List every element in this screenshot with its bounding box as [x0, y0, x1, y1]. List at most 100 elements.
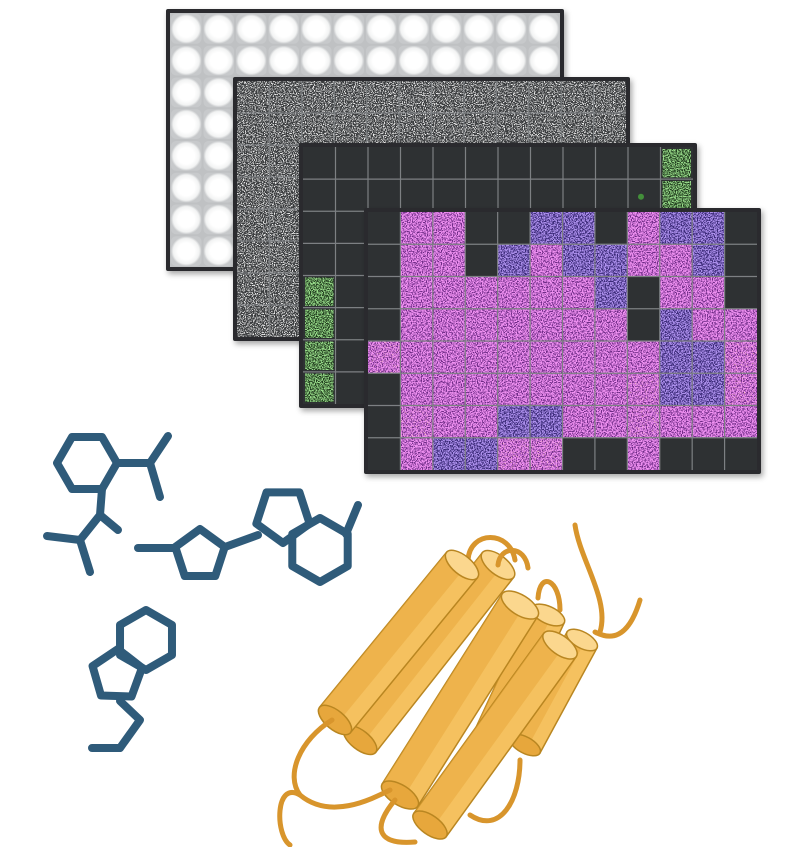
c-terminus [277, 790, 303, 847]
well-signal [237, 209, 270, 241]
well-hotspot [627, 373, 660, 406]
well [303, 211, 336, 244]
helix-cap [444, 549, 480, 581]
well-hotspot [400, 405, 433, 438]
well-empty [368, 212, 401, 245]
well-signal [465, 276, 498, 309]
plate-magenta [364, 208, 761, 474]
well [203, 77, 234, 108]
helix-2 [380, 590, 540, 810]
helix-shade [344, 552, 502, 743]
well [628, 179, 661, 212]
well-signal [528, 113, 562, 145]
n-terminus [572, 522, 605, 635]
well-signal [692, 405, 725, 438]
side-chain [43, 532, 84, 544]
helix-shade [413, 633, 564, 828]
well-signal [400, 341, 433, 374]
well-signal [432, 437, 466, 470]
well [465, 147, 498, 180]
pentagon-ring [252, 488, 314, 547]
well [335, 307, 368, 340]
well [171, 45, 202, 76]
linker [221, 531, 262, 551]
well [528, 45, 559, 76]
well [366, 14, 397, 44]
well [498, 147, 531, 180]
well-signal [692, 276, 725, 309]
well-signal [497, 244, 531, 277]
well-signal [724, 308, 757, 341]
n-terminus-tail [592, 597, 643, 639]
well-signal [562, 276, 595, 309]
well-signal [269, 81, 302, 113]
molecule-1 [43, 432, 172, 576]
well-hotspot [530, 437, 563, 470]
well [463, 14, 494, 44]
well-signal [237, 113, 270, 145]
well [398, 45, 429, 76]
well-empty [594, 212, 628, 245]
membrane-protein [277, 522, 643, 847]
well [530, 147, 563, 180]
well-signal [269, 145, 302, 177]
well [398, 14, 429, 44]
well-signal [692, 373, 725, 406]
well-signal [659, 405, 693, 438]
well-signal [530, 212, 563, 245]
well [335, 371, 368, 404]
well-signal [692, 308, 725, 341]
helix-shade [382, 593, 524, 798]
well-hotspot [497, 437, 531, 470]
well-signal [334, 81, 367, 113]
well-signal [561, 113, 594, 145]
well-signal [432, 212, 466, 245]
side-chain [146, 459, 164, 501]
well-green-signal [305, 373, 334, 402]
well-signal [692, 341, 725, 374]
well-signal [400, 276, 433, 309]
well-empty [724, 212, 757, 245]
well-signal [627, 244, 660, 277]
well [171, 77, 202, 108]
well-signal [530, 373, 563, 406]
well-signal [237, 305, 270, 337]
intracellular-loop [378, 797, 418, 845]
well-signal [659, 373, 693, 406]
well-signal [400, 437, 433, 470]
well-signal [530, 276, 563, 309]
well-empty [724, 276, 757, 309]
well-signal [562, 212, 595, 245]
extracellular-loop [535, 579, 563, 613]
ethyl-chain [88, 697, 144, 752]
well-signal [400, 373, 433, 406]
well-signal [431, 81, 464, 113]
well [563, 179, 596, 212]
helix-cap [565, 628, 599, 652]
well [563, 147, 596, 180]
well [268, 14, 299, 44]
well-signal [528, 81, 562, 113]
well-signal [432, 373, 466, 406]
well-signal [366, 81, 400, 113]
well-signal [269, 209, 302, 241]
well-green-signal [662, 149, 691, 178]
well [433, 147, 466, 180]
well [496, 45, 527, 76]
well [203, 236, 234, 266]
well [171, 14, 202, 44]
well [303, 243, 336, 276]
well-empty [724, 437, 757, 470]
well-signal [593, 113, 626, 145]
well [236, 14, 267, 44]
well-signal [562, 405, 595, 438]
well-signal [399, 81, 432, 113]
well-signal [334, 113, 367, 145]
well [335, 211, 368, 244]
well-signal [496, 113, 529, 145]
well-empty [594, 437, 628, 470]
well-signal [237, 145, 270, 177]
well [335, 339, 368, 372]
well-empty [659, 437, 693, 470]
